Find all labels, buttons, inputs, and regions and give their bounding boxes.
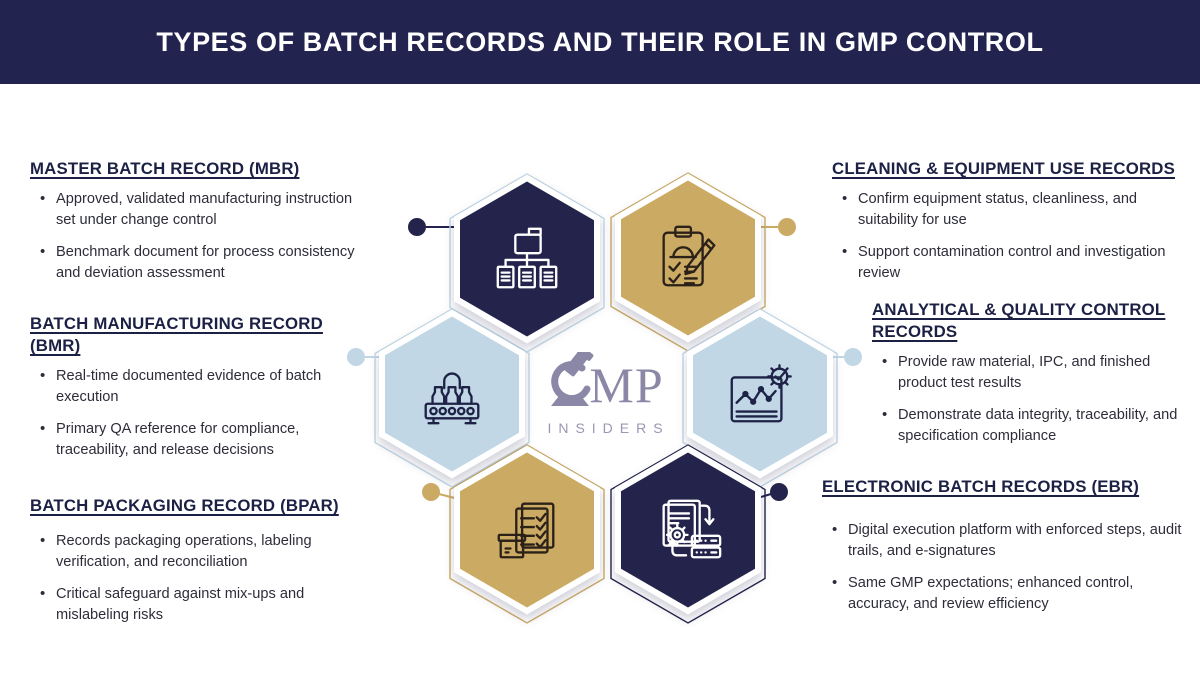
hexagon-outline-ebr (610, 444, 766, 624)
section-electronic-batch-records: ELECTRONIC BATCH RECORDS (EBR) Digital e… (822, 476, 1194, 626)
section-title: BATCH MANUFACTURING RECORD (BMR) (30, 314, 323, 356)
brand-subtitle: INSIDERS (547, 420, 670, 436)
bullet-item: Confirm equipment status, cleanliness, a… (842, 188, 1184, 231)
bullet-list: Provide raw material, IPC, and finished … (872, 351, 1200, 447)
bullet-item: Critical safeguard against mix-ups and m… (40, 583, 366, 626)
hexagon-outline-bmr (374, 308, 530, 488)
brand-name: MP (589, 356, 664, 413)
checklist-pages-box-icon (490, 493, 564, 567)
connector-dot-analytical (844, 348, 862, 366)
hexagon-analytical (687, 309, 833, 479)
bullet-item: Demonstrate data integrity, traceability… (882, 404, 1200, 447)
section-batch-packaging-record: BATCH PACKAGING RECORD (BPAR) Records pa… (30, 495, 366, 637)
section-analytical-qc-records: ANALYTICAL & QUALITY CONTROL RECORDS Pro… (872, 299, 1200, 458)
chart-gear-check-icon (723, 357, 797, 431)
bullet-item: Primary QA reference for compliance, tra… (40, 418, 360, 461)
section-title: BATCH PACKAGING RECORD (BPAR) (30, 496, 339, 515)
bottles-conveyor-icon (415, 357, 489, 431)
hexagon-outline-bpar (449, 444, 605, 624)
bullet-list: Digital execution platform with enforced… (822, 519, 1194, 615)
connector-dot-mbr (408, 218, 426, 236)
hexagon-ebr (615, 445, 761, 615)
bullet-list: Confirm equipment status, cleanliness, a… (832, 188, 1184, 284)
hexagon-bpar (454, 445, 600, 615)
bullet-item: Real-time documented evidence of batch e… (40, 365, 360, 408)
section-batch-manufacturing-record: BATCH MANUFACTURING RECORD (BMR) Real-ti… (30, 313, 360, 472)
document-gear-server-icon (651, 493, 725, 567)
bullet-item: Digital execution platform with enforced… (832, 519, 1194, 562)
bullet-list: Records packaging operations, labeling v… (30, 530, 366, 626)
hexagon-ring-diagram (347, 172, 862, 624)
bullet-item: Benchmark document for process consisten… (40, 241, 360, 284)
bullet-item: Support contamination control and invest… (842, 241, 1184, 284)
section-master-batch-record: MASTER BATCH RECORD (MBR) Approved, vali… (30, 158, 360, 295)
bullet-list: Approved, validated manufacturing instru… (30, 188, 360, 284)
hexagon-bmr (379, 309, 525, 479)
connector-dot-cleaning (778, 218, 796, 236)
bullet-item: Same GMP expectations; enhanced control,… (832, 572, 1194, 615)
connector-dot-ebr (770, 483, 788, 501)
gmp-insiders-logo: MP INSIDERS (515, 345, 695, 436)
section-title: CLEANING & EQUIPMENT USE RECORDS (832, 159, 1175, 178)
bullet-item: Provide raw material, IPC, and finished … (882, 351, 1200, 394)
section-title: ANALYTICAL & QUALITY CONTROL RECORDS (872, 300, 1166, 342)
section-title: ELECTRONIC BATCH RECORDS (EBR) (822, 477, 1140, 496)
clipboard-hardhat-pencil-icon (651, 221, 725, 295)
bullet-item: Records packaging operations, labeling v… (40, 530, 366, 573)
section-cleaning-equipment-records: CLEANING & EQUIPMENT USE RECORDS Confirm… (832, 158, 1184, 295)
bullet-list: Real-time documented evidence of batch e… (30, 365, 360, 461)
section-title: MASTER BATCH RECORD (MBR) (30, 159, 300, 178)
header-bar: TYPES OF BATCH RECORDS AND THEIR ROLE IN… (0, 0, 1200, 84)
page-title: TYPES OF BATCH RECORDS AND THEIR ROLE IN… (156, 26, 1044, 57)
connector-dot-bpar (422, 483, 440, 501)
microscope-icon (546, 345, 594, 417)
connector-dot-bmr (347, 348, 365, 366)
folder-hierarchy-icon (490, 222, 564, 296)
bullet-item: Approved, validated manufacturing instru… (40, 188, 360, 231)
